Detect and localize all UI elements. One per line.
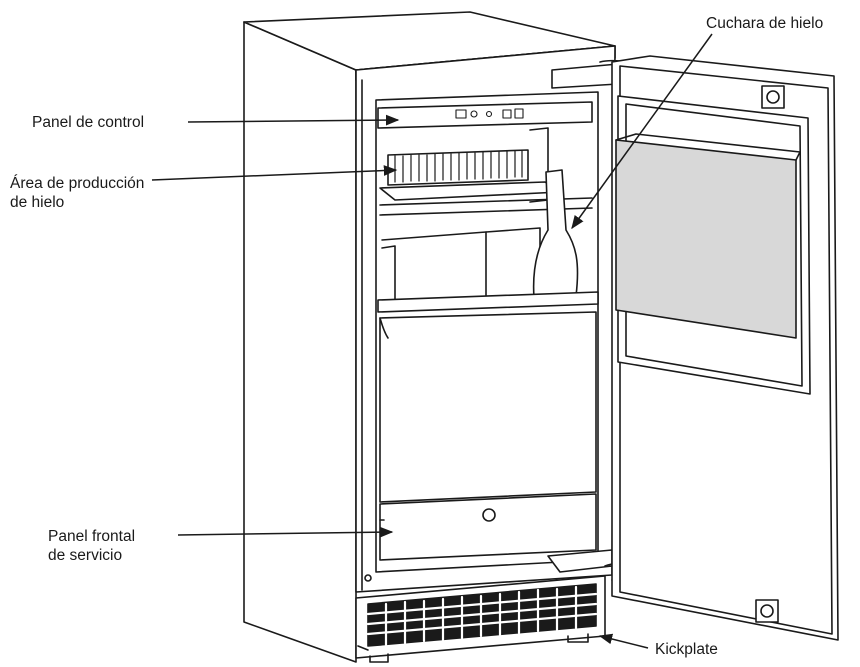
leader-control-panel [187,114,400,126]
label-ice-production-area-line2: de hielo [10,194,65,211]
evaporator-grid [387,149,529,186]
leader-service-front-panel [177,526,394,538]
label-service-front-panel-line2: de servicio [48,547,123,564]
service-front-panel [379,493,597,561]
door-liner [615,139,797,339]
control-buttons [455,108,524,119]
bin-rim [377,291,599,313]
label-service-front-panel-line1: Panel frontal [48,528,136,545]
leader-ice-production-area [151,165,398,181]
service-panel-knob [482,508,496,522]
leader-kickplate [598,633,649,649]
control-panel [377,101,593,129]
leader-ice-scoop [571,33,713,230]
label-kickplate: Kickplate [655,641,718,658]
cabinet-side [243,21,357,663]
lower-panel [379,311,597,503]
label-ice-production-area: Área de producción de hielo [10,174,144,212]
ice-bin [381,231,487,307]
label-ice-scoop: Cuchara de hielo [706,15,824,32]
label-control-panel: Panel de control [32,114,145,131]
label-service-front-panel: Panel frontal de servicio [48,527,135,565]
label-ice-production-area-line1: Área de producción [10,175,145,192]
